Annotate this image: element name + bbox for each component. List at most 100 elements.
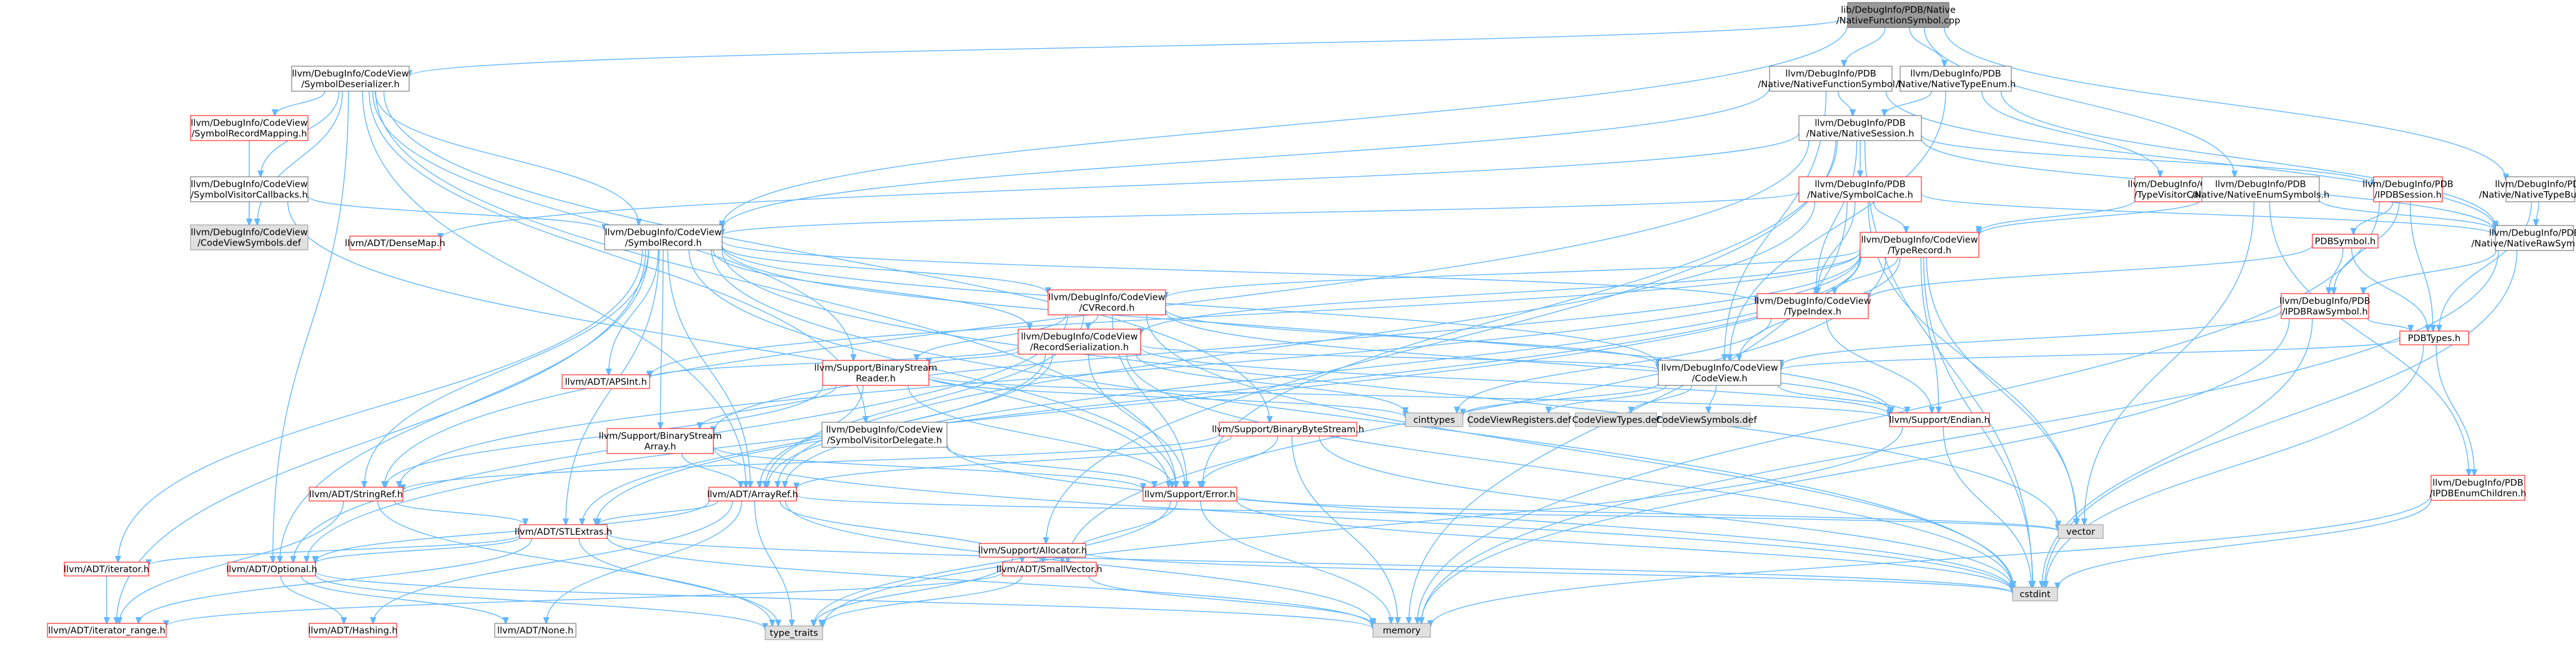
- node-llvm-debuginfo-pdb-native-nativetypebuiltin-h[interactable]: llvm/DebugInfo/PDB/Native/NativeTypeBuil…: [2479, 176, 2576, 202]
- edge-n21-n24: [929, 350, 1019, 365]
- node-label-line: /SymbolVisitorCallbacks.h: [191, 191, 308, 201]
- node-llvm-adt-densemap-h[interactable]: llvm/ADT/DenseMap.h: [345, 235, 445, 250]
- node-llvm-adt-optional-h[interactable]: llvm/ADT/Optional.h: [226, 562, 317, 577]
- node-llvm-debuginfo-codeview-codeview-h[interactable]: llvm/DebugInfo/CodeView/CodeView.h: [1658, 360, 1781, 386]
- node-llvm-support-endian-h[interactable]: llvm/Support/Endian.h: [1889, 412, 1990, 427]
- node-llvm-debuginfo-pdb-native-nativefunctionsymbol-h[interactable]: llvm/DebugInfo/PDB/Native/NativeFunction…: [1758, 66, 1904, 92]
- node-label-line: llvm/Support/Error.h: [1144, 490, 1236, 500]
- node-llvm-debuginfo-codeview-recordserialization-h[interactable]: llvm/DebugInfo/CodeView/RecordSerializat…: [1018, 329, 1141, 355]
- node-llvm-debuginfo-pdb-ipdbsession-h[interactable]: llvm/DebugInfo/PDB/IPDBSession.h: [2362, 176, 2454, 202]
- edge-n16-n30: [1920, 257, 1938, 413]
- node-box: [190, 176, 309, 202]
- edge-n7-n10: [1921, 134, 2374, 186]
- node-llvm-debuginfo-codeview-cvrecord-h[interactable]: llvm/DebugInfo/CodeView/CVRecord.h: [1048, 289, 1166, 315]
- node-llvm-debuginfo-codeview-typeindex-h[interactable]: llvm/DebugInfo/CodeView/TypeIndex.h: [1754, 293, 1871, 319]
- node-vector[interactable]: vector: [2058, 524, 2104, 539]
- edge-n0-n12: [1943, 27, 2506, 180]
- node-llvm-debuginfo-pdb-native-nativerawsymbol-h[interactable]: llvm/DebugInfo/PDB/Native/NativeRawSymbo…: [2472, 225, 2576, 251]
- node-llvm-adt-none-h[interactable]: llvm/ADT/None.h: [494, 623, 577, 638]
- node-label-line: /Native/NativeFunctionSymbol.h: [1758, 80, 1903, 90]
- node-label-line: llvm/ADT/Hashing.h: [308, 626, 397, 636]
- node-llvm-support-allocator-h[interactable]: llvm/Support/Allocator.h: [978, 543, 1087, 558]
- node-label-line: /Native/NativeRawSymbol.h: [2472, 239, 2576, 249]
- node-label-line: llvm/DebugInfo/PDB: [1815, 119, 1906, 129]
- edge-n36-n42: [315, 500, 710, 562]
- node-box: [2312, 234, 2379, 249]
- node-label-line: llvm/DebugInfo/CodeView: [191, 180, 307, 190]
- node-llvm-debuginfo-pdb-ipdbenumchildren-h[interactable]: llvm/DebugInfo/PDB/IPDBEnumChildren.h: [2430, 475, 2527, 501]
- node-label-line: llvm/DebugInfo/PDB: [2215, 180, 2306, 190]
- node-box: [291, 66, 410, 92]
- node-label-line: llvm/DebugInfo/PDB: [2495, 180, 2576, 190]
- edge-n7-n44: [1864, 140, 2033, 587]
- edge-n12-n22: [2439, 201, 2532, 331]
- node-pdbsymbol-h[interactable]: PDBSymbol.h: [2312, 234, 2379, 249]
- node-llvm-debuginfo-pdb-native-nativesession-h[interactable]: llvm/DebugInfo/PDB/Native/NativeSession.…: [1798, 115, 1922, 141]
- node-label-line: /Native/NativeSession.h: [1806, 129, 1915, 139]
- node-label-line: /SymbolRecordMapping.h: [191, 129, 307, 139]
- node-llvm-support-error-h[interactable]: llvm/Support/Error.h: [1142, 487, 1237, 502]
- node-label-line: llvm/ADT/APSInt.h: [565, 377, 646, 387]
- node-llvm-debuginfo-pdb-native-symbolcache-h[interactable]: llvm/DebugInfo/PDB/Native/SymbolCache.h: [1798, 176, 1922, 202]
- node-pdbtypes-h[interactable]: PDBTypes.h: [2399, 330, 2469, 345]
- node-label-line: llvm/Support/Endian.h: [1889, 415, 1989, 425]
- node-codeviewtypes-def[interactable]: CodeViewTypes.def: [1572, 412, 1660, 427]
- edge-n0-n15: [722, 24, 1848, 227]
- node-llvm-debuginfo-codeview-codeviewsymbols-def[interactable]: llvm/DebugInfo/CodeView/CodeViewSymbols.…: [190, 224, 309, 250]
- edge-n0-n2: [1844, 27, 1886, 66]
- node-label-line: PDBSymbol.h: [2315, 237, 2375, 247]
- node-llvm-debuginfo-pdb-native-nativeenumsymbols-h[interactable]: llvm/DebugInfo/PDB/Native/NativeEnumSymb…: [2192, 176, 2330, 202]
- node-llvm-adt-iterator-h[interactable]: llvm/ADT/iterator.h: [64, 562, 149, 577]
- node-label-line: llvm/Support/Allocator.h: [978, 546, 1087, 556]
- node-llvm-debuginfo-codeview-symboldeserializer-h[interactable]: llvm/DebugInfo/CodeView/SymbolDeserializ…: [291, 66, 410, 92]
- node-box: [821, 422, 948, 448]
- node-llvm-adt-apsint-h[interactable]: llvm/ADT/APSInt.h: [562, 374, 650, 389]
- node-llvm-support-binarybytestream-h[interactable]: llvm/Support/BinaryByteStream.h: [1212, 422, 1364, 437]
- edge-n16-n38: [1926, 257, 2077, 525]
- edge-n15-n23: [608, 249, 659, 375]
- node-type-traits[interactable]: type_traits: [765, 625, 823, 640]
- edge-n15-n25: [721, 245, 1658, 365]
- node-cstdint[interactable]: cstdint: [2012, 587, 2058, 602]
- node-label-line: llvm/DebugInfo/CodeView: [191, 228, 307, 238]
- node-llvm-adt-iterator-range-h[interactable]: llvm/ADT/iterator_range.h: [47, 623, 167, 638]
- node-llvm-debuginfo-codeview-symbolvisitorcallbacks-h[interactable]: llvm/DebugInfo/CodeView/SymbolVisitorCal…: [190, 176, 309, 202]
- node-llvm-adt-arrayref-h[interactable]: llvm/ADT/ArrayRef.h: [707, 487, 798, 502]
- node-cinttypes[interactable]: cinttypes: [1405, 412, 1464, 427]
- node-box: [604, 224, 723, 250]
- node-box: [1575, 412, 1657, 427]
- edge-n33-n49: [1291, 435, 1398, 623]
- node-box: [1798, 176, 1922, 202]
- edge-n43-n45: [166, 572, 1003, 627]
- edge-n24-n37: [908, 385, 1172, 487]
- node-box: [349, 235, 441, 250]
- edge-n10-n17: [2354, 201, 2394, 234]
- node-memory[interactable]: memory: [1372, 623, 1431, 638]
- node-codeviewsymbols-def[interactable]: CodeViewSymbols.def: [1657, 412, 1758, 427]
- node-label-line: llvm/DebugInfo/PDB: [2362, 180, 2454, 190]
- node-llvm-debuginfo-pdb-ipdbrawsymbol-h[interactable]: llvm/DebugInfo/PDB/IPDBRawSymbol.h: [2279, 293, 2370, 319]
- edge-n8-n15: [722, 191, 1800, 235]
- node-llvm-adt-stlextras-h[interactable]: llvm/ADT/STLExtras.h: [515, 524, 612, 539]
- edge-n31-n44: [713, 447, 2013, 592]
- edge-n13-n20: [2364, 250, 2497, 294]
- node-llvm-adt-smallvector-h[interactable]: llvm/ADT/SmallVector.h: [996, 562, 1102, 577]
- node-codeviewregisters-def[interactable]: CodeViewRegisters.def: [1467, 412, 1572, 427]
- node-lib-debuginfo-pdb-native-nativefunctionsymbol-cpp[interactable]: lib/DebugInfo/PDB/Native/NativeFunctionS…: [1836, 2, 1961, 28]
- edge-n11-n38: [2084, 201, 2255, 525]
- edge-n8-n16: [1873, 201, 1906, 232]
- edge-n1-n42: [273, 91, 349, 562]
- edge-n20-n22: [2367, 318, 2411, 331]
- node-llvm-debuginfo-codeview-symbolvisitordelegate-h[interactable]: llvm/DebugInfo/CodeView/SymbolVisitorDel…: [821, 422, 948, 448]
- node-llvm-debuginfo-codeview-symbolrecord-h[interactable]: llvm/DebugInfo/CodeView/SymbolRecord.h: [604, 224, 723, 250]
- node-llvm-debuginfo-codeview-typerecord-h[interactable]: llvm/DebugInfo/CodeView/TypeRecord.h: [1860, 232, 1979, 258]
- node-llvm-debuginfo-pdb-native-nativetypeenum-h[interactable]: llvm/DebugInfo/PDB/Native/NativeTypeEnum…: [1896, 66, 2016, 92]
- edge-n20-n44: [2042, 318, 2313, 587]
- node-llvm-debuginfo-codeview-symbolrecordmapping-h[interactable]: llvm/DebugInfo/CodeView/SymbolRecordMapp…: [190, 115, 309, 141]
- node-llvm-adt-hashing-h[interactable]: llvm/ADT/Hashing.h: [308, 623, 398, 638]
- node-llvm-adt-stringref-h[interactable]: llvm/ADT/StringRef.h: [309, 487, 404, 502]
- node-label-line: llvm/Support/BinaryStream: [815, 364, 938, 374]
